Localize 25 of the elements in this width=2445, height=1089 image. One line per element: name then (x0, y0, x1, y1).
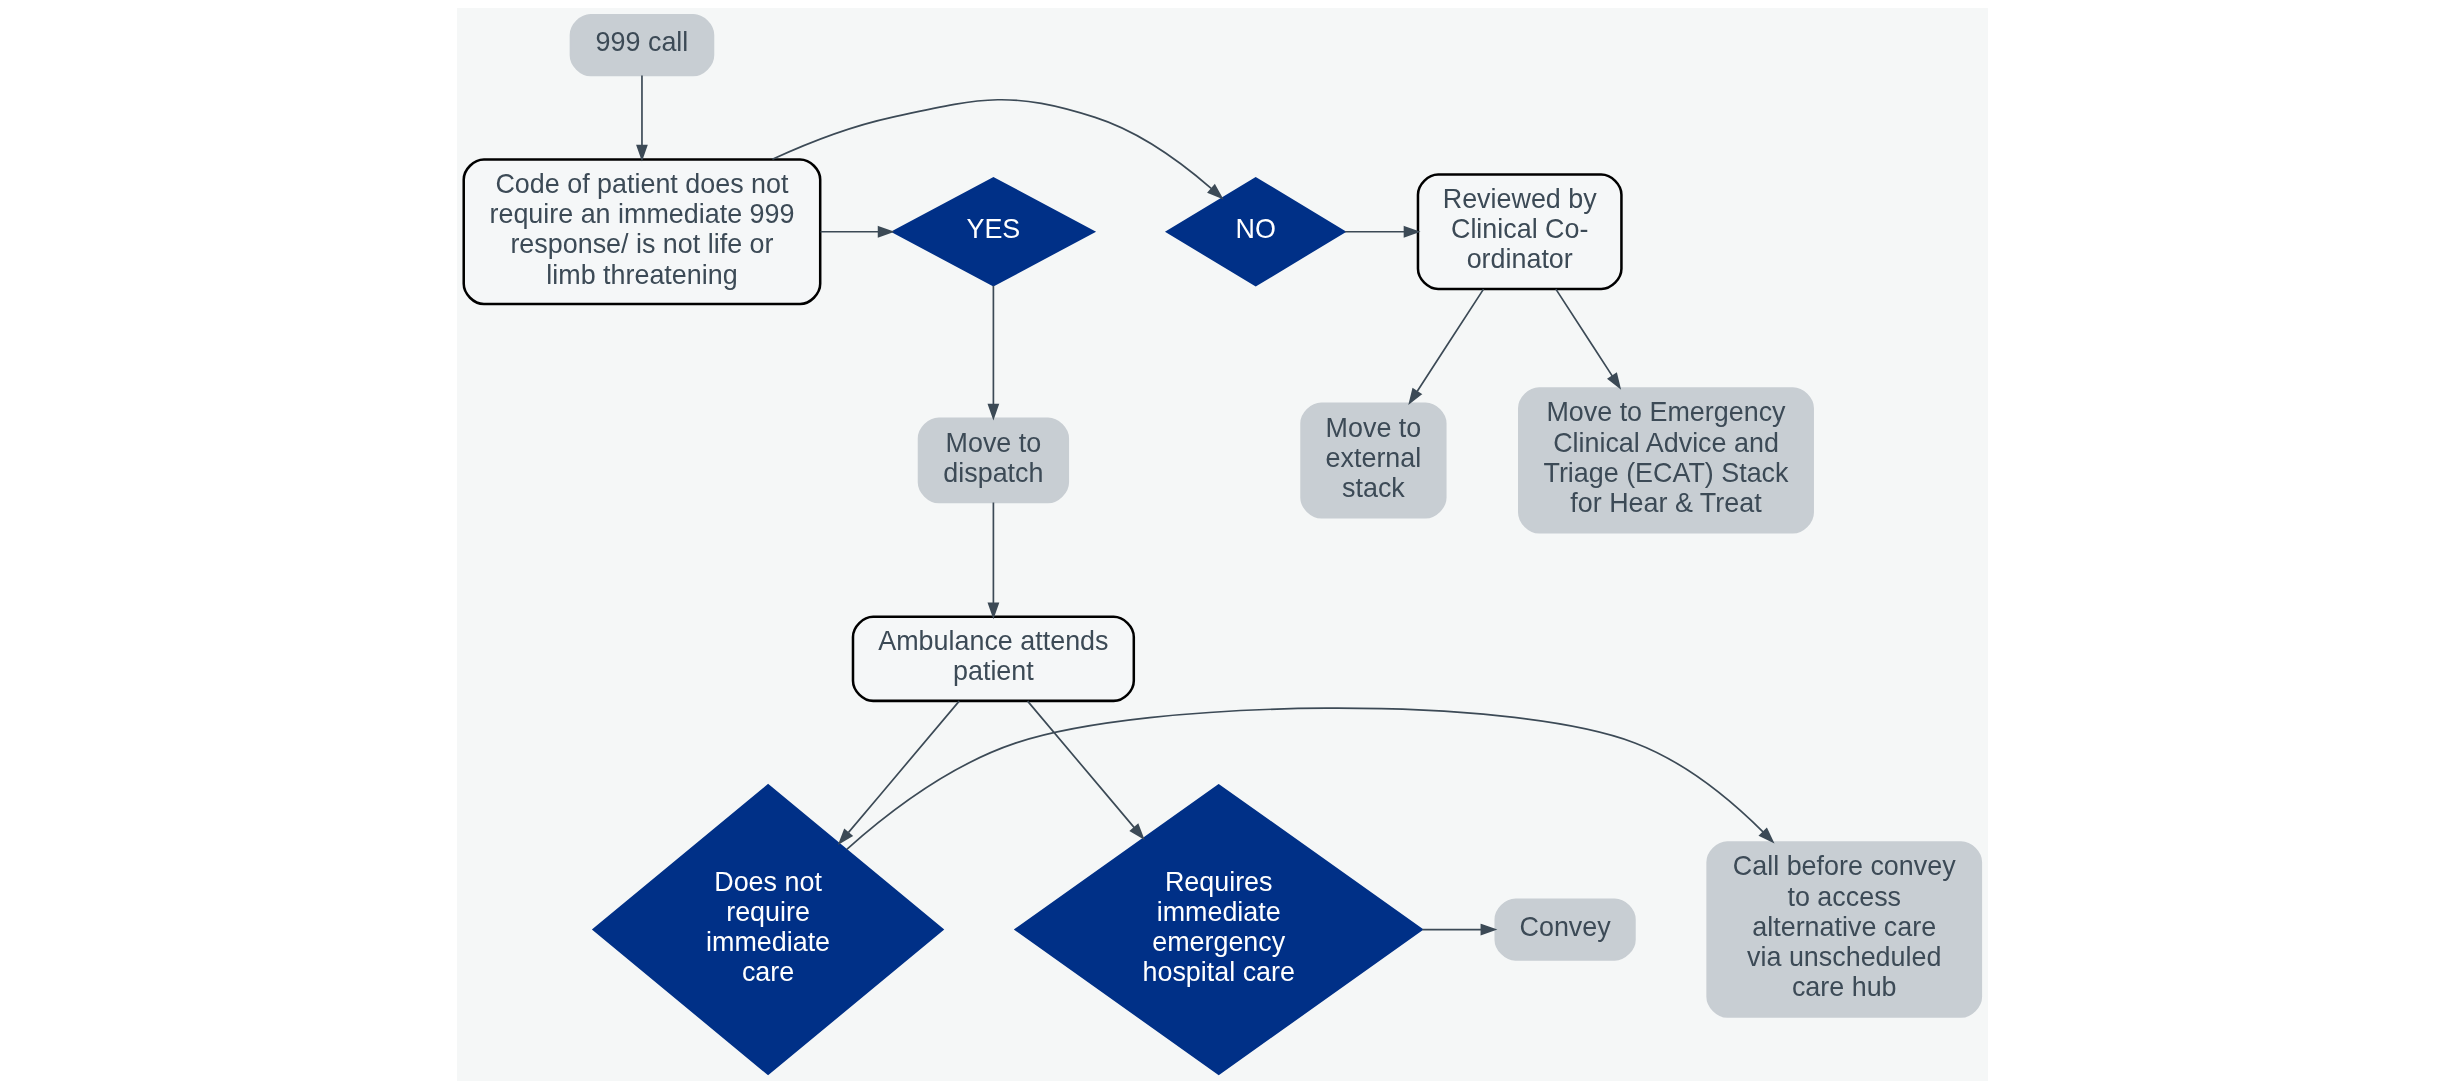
arrow (837, 700, 960, 846)
arrow (987, 501, 1000, 620)
node-box: 999 call (569, 14, 715, 77)
node-diamond: Requires immediate emergency hospital care (1013, 783, 1424, 1076)
node-diamond: NO (1164, 176, 1347, 287)
arrow (636, 74, 648, 162)
arrow (1555, 288, 1622, 390)
node-box: Ambulance attends patient (851, 615, 1136, 703)
node-box: Move to external stack (1300, 402, 1447, 519)
node-box: Reviewed by Clinical Co-ordinator (1416, 173, 1623, 291)
arrow (845, 707, 1775, 851)
node-box: Move to Emergency Clinical Advice and Triage (ECAT) Stack for Hear & Treat (1518, 387, 1814, 534)
arrow (819, 225, 895, 238)
node-box: Call before convey to access alternative care via unscheduled care hub (1706, 841, 1983, 1018)
node-diamond: YES (890, 176, 1097, 287)
node-diamond: Does not require immediate care (591, 783, 945, 1076)
node-box: Convey (1494, 898, 1636, 961)
arrow (1344, 225, 1421, 238)
arrow (1408, 288, 1485, 406)
arrow (987, 284, 1000, 421)
arrow (771, 99, 1224, 200)
node-box: Code of patient does not require an immediate 999 response/ is not life or limb threatening (462, 158, 822, 306)
arrow (1421, 923, 1498, 936)
arrow (1026, 700, 1145, 841)
node-box: Move to dispatch (917, 417, 1070, 504)
